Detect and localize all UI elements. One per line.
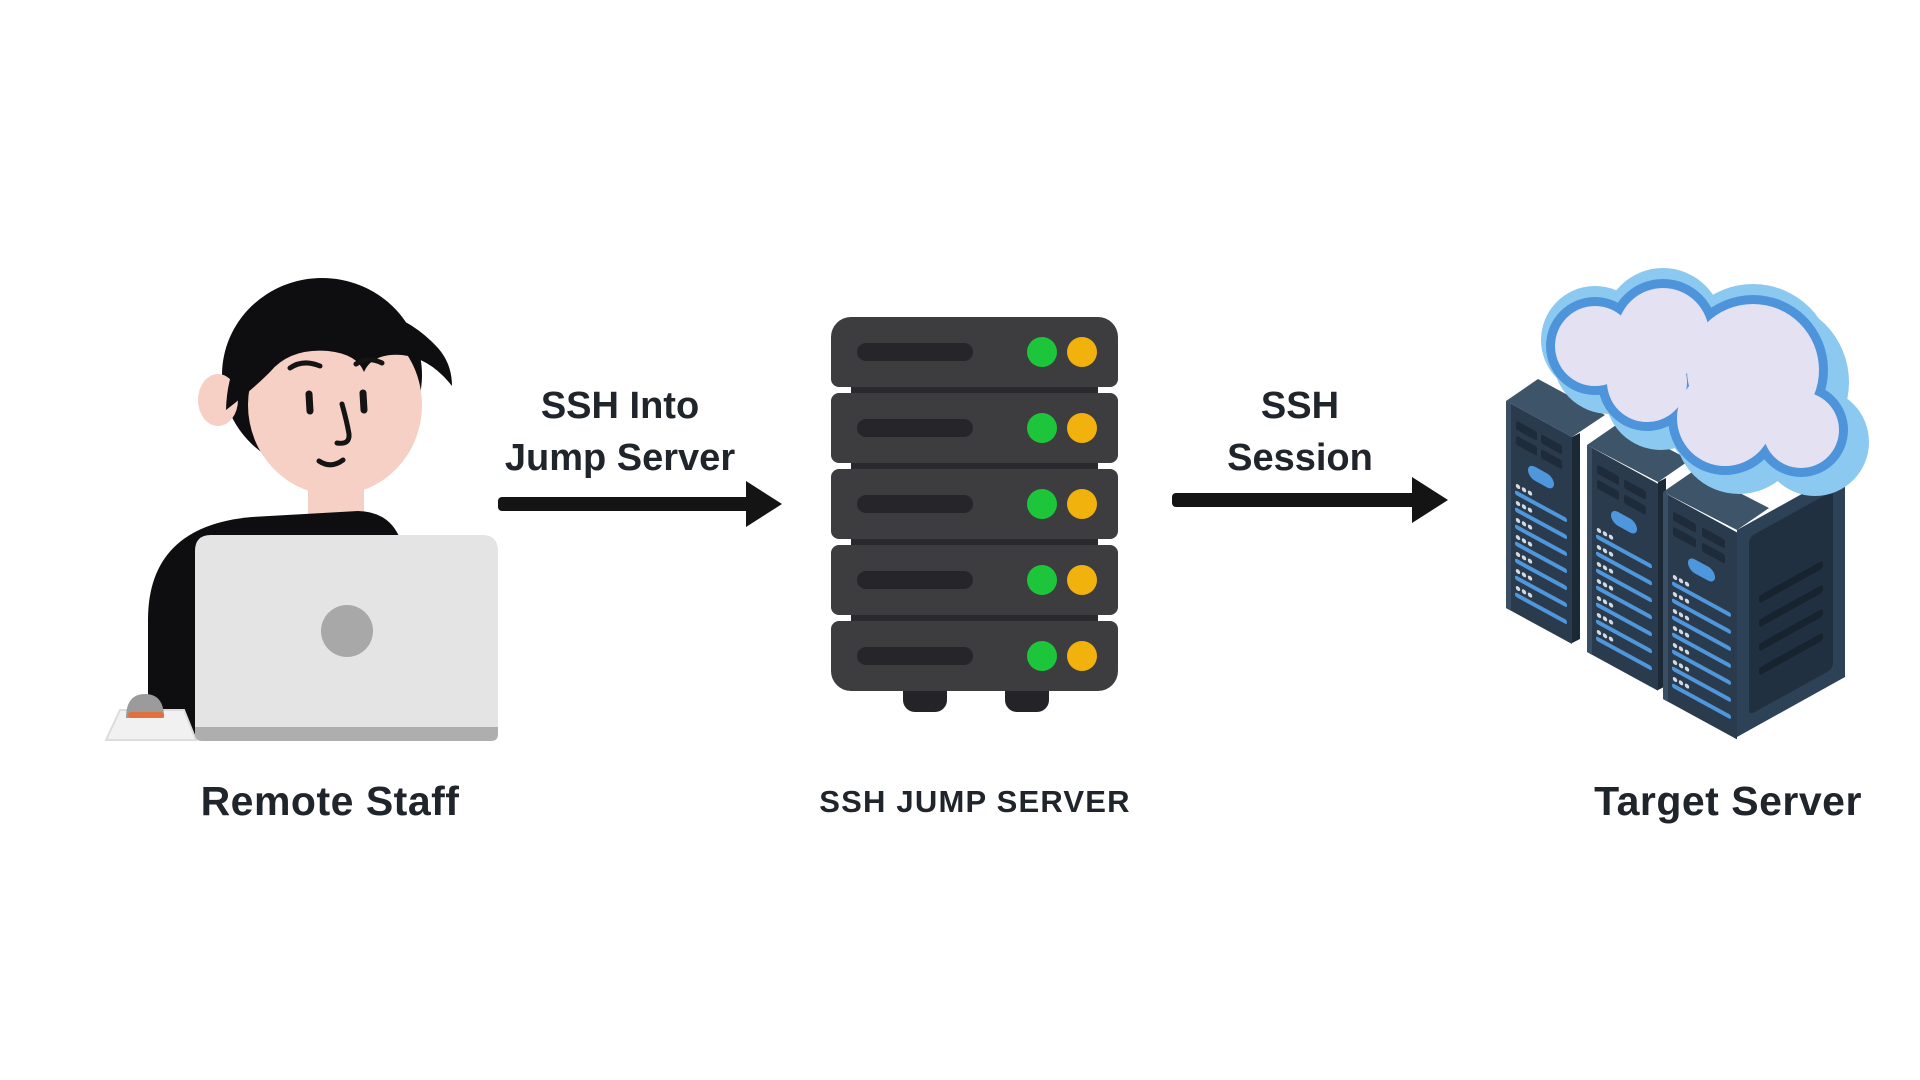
rack-foot (1005, 691, 1049, 712)
tower-front-face (1587, 445, 1658, 691)
rack-unit (831, 545, 1118, 615)
arrow-label-line1: SSH Into (540, 385, 700, 427)
rack-gap (831, 463, 1118, 469)
rack-slot (857, 647, 973, 665)
rack-unit (831, 621, 1118, 691)
tower-front-face (1663, 491, 1737, 740)
ear (198, 374, 238, 426)
led-yellow-icon (1067, 641, 1097, 671)
tower-right-face (1737, 470, 1845, 737)
arrow-label-line2: Session (1227, 436, 1373, 479)
left-eyebrow (287, 360, 323, 371)
server-tower-1 (1506, 379, 1605, 644)
led-yellow-icon (1067, 565, 1097, 595)
rack-slot (857, 571, 973, 589)
mouth (316, 457, 346, 468)
rack-slot (857, 495, 973, 513)
led-yellow-icon (1067, 337, 1097, 367)
led-green-icon (1027, 489, 1057, 519)
rack-unit (831, 393, 1118, 463)
ssh-jump-server-rack (831, 317, 1118, 712)
led-yellow-icon (1067, 489, 1097, 519)
arrow-label-line1: SSH (1260, 385, 1340, 427)
ssh-jump-server-label: SSH JUMP SERVER (819, 784, 1131, 819)
jump-server-rack-units (831, 317, 1118, 691)
led-green-icon (1027, 413, 1057, 443)
led-green-icon (1027, 337, 1057, 367)
tower-front-face (1506, 401, 1572, 644)
rack-leds (1027, 641, 1097, 671)
right-eyebrow (353, 357, 385, 367)
server-tower-3 (1663, 470, 1845, 740)
rack-leds (1027, 413, 1097, 443)
rack-slot (857, 419, 973, 437)
hair-fringe (226, 305, 452, 410)
arrow-head (746, 481, 782, 527)
target-server-illustration (1506, 268, 1869, 740)
remote-staff-label: Remote Staff (200, 778, 460, 824)
cloud-icon (1541, 268, 1869, 496)
target-server-label: Target Server (1594, 778, 1862, 824)
tower-led-rows (1672, 575, 1731, 719)
tower-top-face (1663, 470, 1769, 530)
tower-top-face (1506, 379, 1605, 437)
tower-top-face (1587, 423, 1690, 482)
tower-blue-button (1611, 510, 1637, 534)
rack-leds (1027, 489, 1097, 519)
rack-gap (831, 539, 1118, 545)
rack-leds (1027, 337, 1097, 367)
face-features (287, 357, 385, 468)
remote-staff-illustration (104, 278, 498, 741)
right-eye (359, 389, 368, 414)
arrow-label: SSH Into Jump Server (470, 381, 770, 484)
rack-unit (831, 317, 1118, 387)
rack-gap (831, 615, 1118, 621)
tower-blue-button (1688, 558, 1715, 582)
rack-feet (831, 691, 1118, 713)
tower-led-rows (1596, 528, 1652, 671)
arrow-shaft (498, 497, 750, 511)
arrow-label-line2: Jump Server (504, 436, 736, 479)
rack-slot (857, 343, 973, 361)
rack-foot (903, 691, 947, 712)
arrow-shaft (1172, 493, 1416, 507)
rack-gap (831, 387, 1118, 393)
left-eye (305, 390, 314, 415)
arrow-head (1412, 477, 1448, 523)
tower-blue-button (1528, 465, 1554, 489)
rack-leds (1027, 565, 1097, 595)
rack-unit (831, 469, 1118, 539)
tower-led-rows (1515, 484, 1567, 624)
cloud-face (1555, 288, 1839, 468)
led-green-icon (1027, 641, 1057, 671)
laptop-base (195, 727, 498, 741)
led-green-icon (1027, 565, 1057, 595)
laptop-logo (321, 605, 373, 657)
led-yellow-icon (1067, 413, 1097, 443)
mouse-stripe (128, 712, 164, 718)
nose (334, 401, 352, 446)
tower-side-sliver (1572, 433, 1580, 643)
arrow-label: SSH Session (1150, 381, 1450, 484)
